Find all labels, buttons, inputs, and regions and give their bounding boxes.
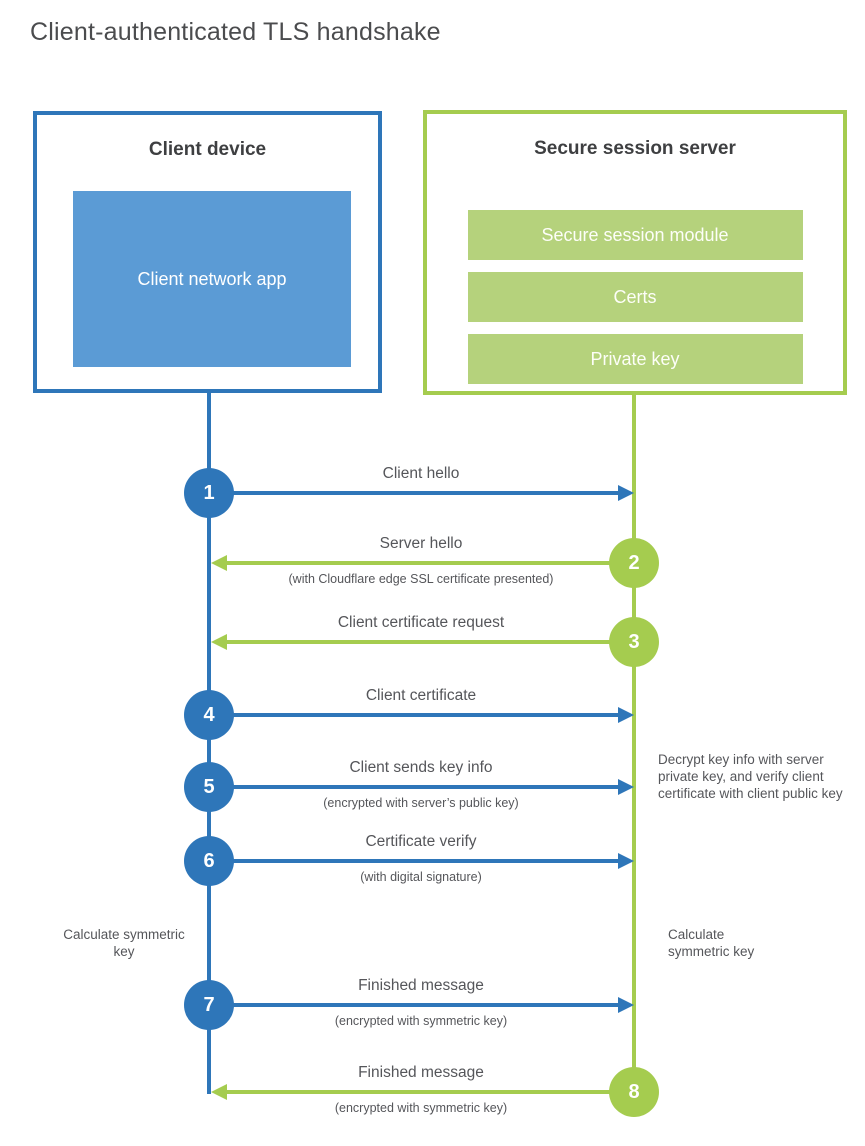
client-lifeline xyxy=(207,391,211,1094)
client-device-title: Client device xyxy=(148,139,267,160)
step-sublabel: (encrypted with server’s public key) xyxy=(323,796,519,810)
server-module-bar: Private key xyxy=(467,334,803,384)
step-number-badge: 2 xyxy=(609,538,659,588)
server-lifeline xyxy=(632,393,636,1092)
arrow-client-to-server xyxy=(231,785,620,789)
step-sublabel: (with Cloudflare edge SSL certificate pr… xyxy=(288,572,554,586)
arrow-client-to-server xyxy=(231,713,620,717)
step-sublabel: (with digital signature) xyxy=(360,870,482,884)
step-number-badge: 1 xyxy=(184,468,234,518)
server-module-bar: Certs xyxy=(467,272,803,322)
secure-session-server-box: Secure session server Secure session mod… xyxy=(423,110,847,395)
client-calculate-note: Calculate symmetric key xyxy=(63,927,185,959)
arrowhead-icon xyxy=(211,634,227,650)
server-module-bar: Secure session module xyxy=(467,210,803,260)
step-number-badge: 7 xyxy=(184,980,234,1030)
step-number-badge: 5 xyxy=(184,762,234,812)
arrowhead-icon xyxy=(618,779,634,795)
secure-session-server-title: Secure session server xyxy=(534,138,736,159)
arrowhead-icon xyxy=(211,1084,227,1100)
step-number-badge: 6 xyxy=(184,836,234,886)
arrow-client-to-server xyxy=(231,859,620,863)
client-network-app-box: Client network app xyxy=(73,191,351,367)
step-label: Client certificate xyxy=(365,687,477,704)
arrowhead-icon xyxy=(618,997,634,1013)
arrowhead-icon xyxy=(618,485,634,501)
server-calculate-note: Calculate symmetric key xyxy=(668,927,755,959)
arrow-server-to-client xyxy=(225,1090,612,1094)
arrowhead-icon xyxy=(211,555,227,571)
arrowhead-icon xyxy=(618,853,634,869)
arrow-client-to-server xyxy=(231,1003,620,1007)
server-decrypt-note: Decrypt key info with server private key… xyxy=(658,752,843,801)
step-label: Client certificate request xyxy=(337,614,505,631)
arrow-client-to-server xyxy=(231,491,620,495)
page-title: Client-authenticated TLS handshake xyxy=(30,18,441,46)
step-number-badge: 4 xyxy=(184,690,234,740)
step-label: Client hello xyxy=(382,465,460,482)
arrow-server-to-client xyxy=(225,561,612,565)
step-label: Certificate verify xyxy=(365,833,477,850)
step-sublabel: (encrypted with symmetric key) xyxy=(334,1101,508,1115)
client-device-box: Client device Client network app xyxy=(33,111,382,393)
step-label: Client sends key info xyxy=(349,759,493,776)
step-number-badge: 3 xyxy=(609,617,659,667)
step-label: Server hello xyxy=(379,535,463,552)
arrowhead-icon xyxy=(618,707,634,723)
step-label: Finished message xyxy=(358,977,484,994)
arrow-server-to-client xyxy=(225,640,612,644)
step-number-badge: 8 xyxy=(609,1067,659,1117)
step-sublabel: (encrypted with symmetric key) xyxy=(334,1014,508,1028)
step-label: Finished message xyxy=(358,1064,484,1081)
